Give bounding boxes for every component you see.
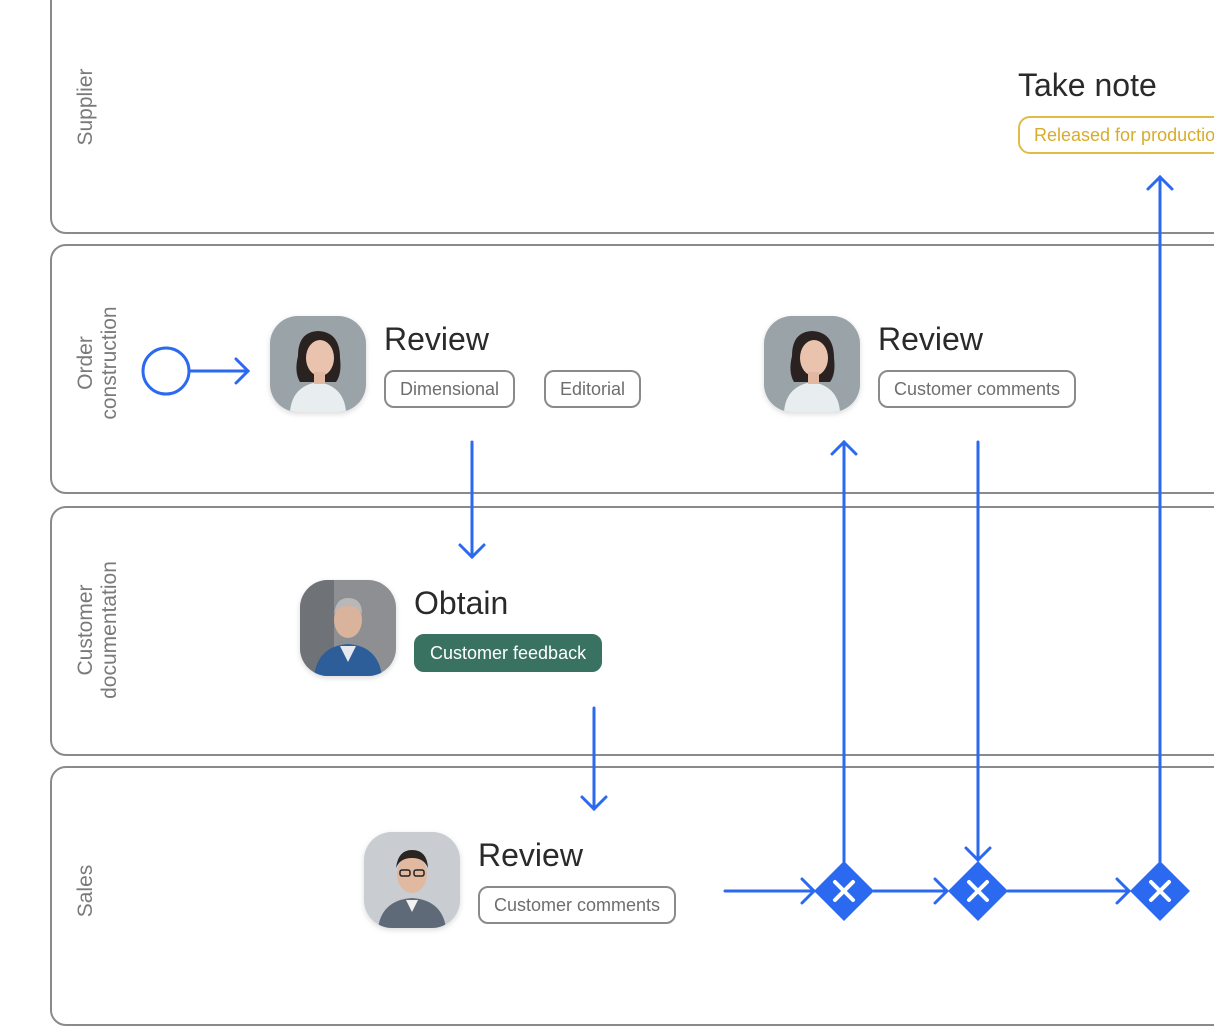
arrow-review-to-obtain [458, 440, 486, 560]
lane-label-order-construction: Order construction [74, 306, 121, 420]
flow-connectors [141, 174, 1190, 921]
chip-customer-feedback[interactable]: Customer feedback [414, 634, 603, 672]
lane-supplier [50, 0, 1214, 234]
task-title-review-2: Review [878, 321, 983, 357]
arrow-gateway-1-to-review [830, 439, 858, 864]
woman-avatar [764, 316, 860, 412]
arrow-gateway-1-to-gateway-2 [872, 877, 950, 905]
exclusive-gateway-icon[interactable] [948, 861, 1008, 921]
arrow-gateway-3-to-take-note [1146, 174, 1174, 864]
arrow-obtain-to-review [580, 706, 608, 812]
task-title-obtain: Obtain [414, 585, 509, 621]
chip-dimensional[interactable]: Dimensional [384, 370, 516, 408]
arrow-review-to-gateway-2 [964, 440, 992, 863]
exclusive-gateway-icon[interactable] [1130, 861, 1190, 921]
exclusive-gateway-icon[interactable] [814, 861, 874, 921]
chip-released-for-production[interactable]: Released for production [1018, 116, 1214, 154]
task-title-review-1: Review [384, 321, 489, 357]
chip-customer-comments[interactable]: Customer comments [478, 886, 677, 924]
task-title-review-3: Review [478, 837, 583, 873]
man-grey-hair-avatar [300, 580, 396, 676]
lane-label-customer-documentation: Customer documentation [74, 561, 121, 699]
arrow-start-to-review [187, 357, 251, 385]
lane-order-construction [50, 244, 1214, 494]
arrow-gateway-2-to-gateway-3 [1006, 877, 1132, 905]
lane-label-supplier: Supplier [74, 68, 97, 146]
woman-avatar [270, 316, 366, 412]
task-title-take-note: Take note [1018, 67, 1157, 103]
man-glasses-avatar [364, 832, 460, 928]
chip-editorial[interactable]: Editorial [544, 370, 642, 408]
lane-label-sales: Sales [74, 864, 97, 918]
chip-customer-comments[interactable]: Customer comments [878, 370, 1077, 408]
lane-customer-documentation [50, 506, 1214, 756]
start-event-icon[interactable] [141, 346, 191, 396]
